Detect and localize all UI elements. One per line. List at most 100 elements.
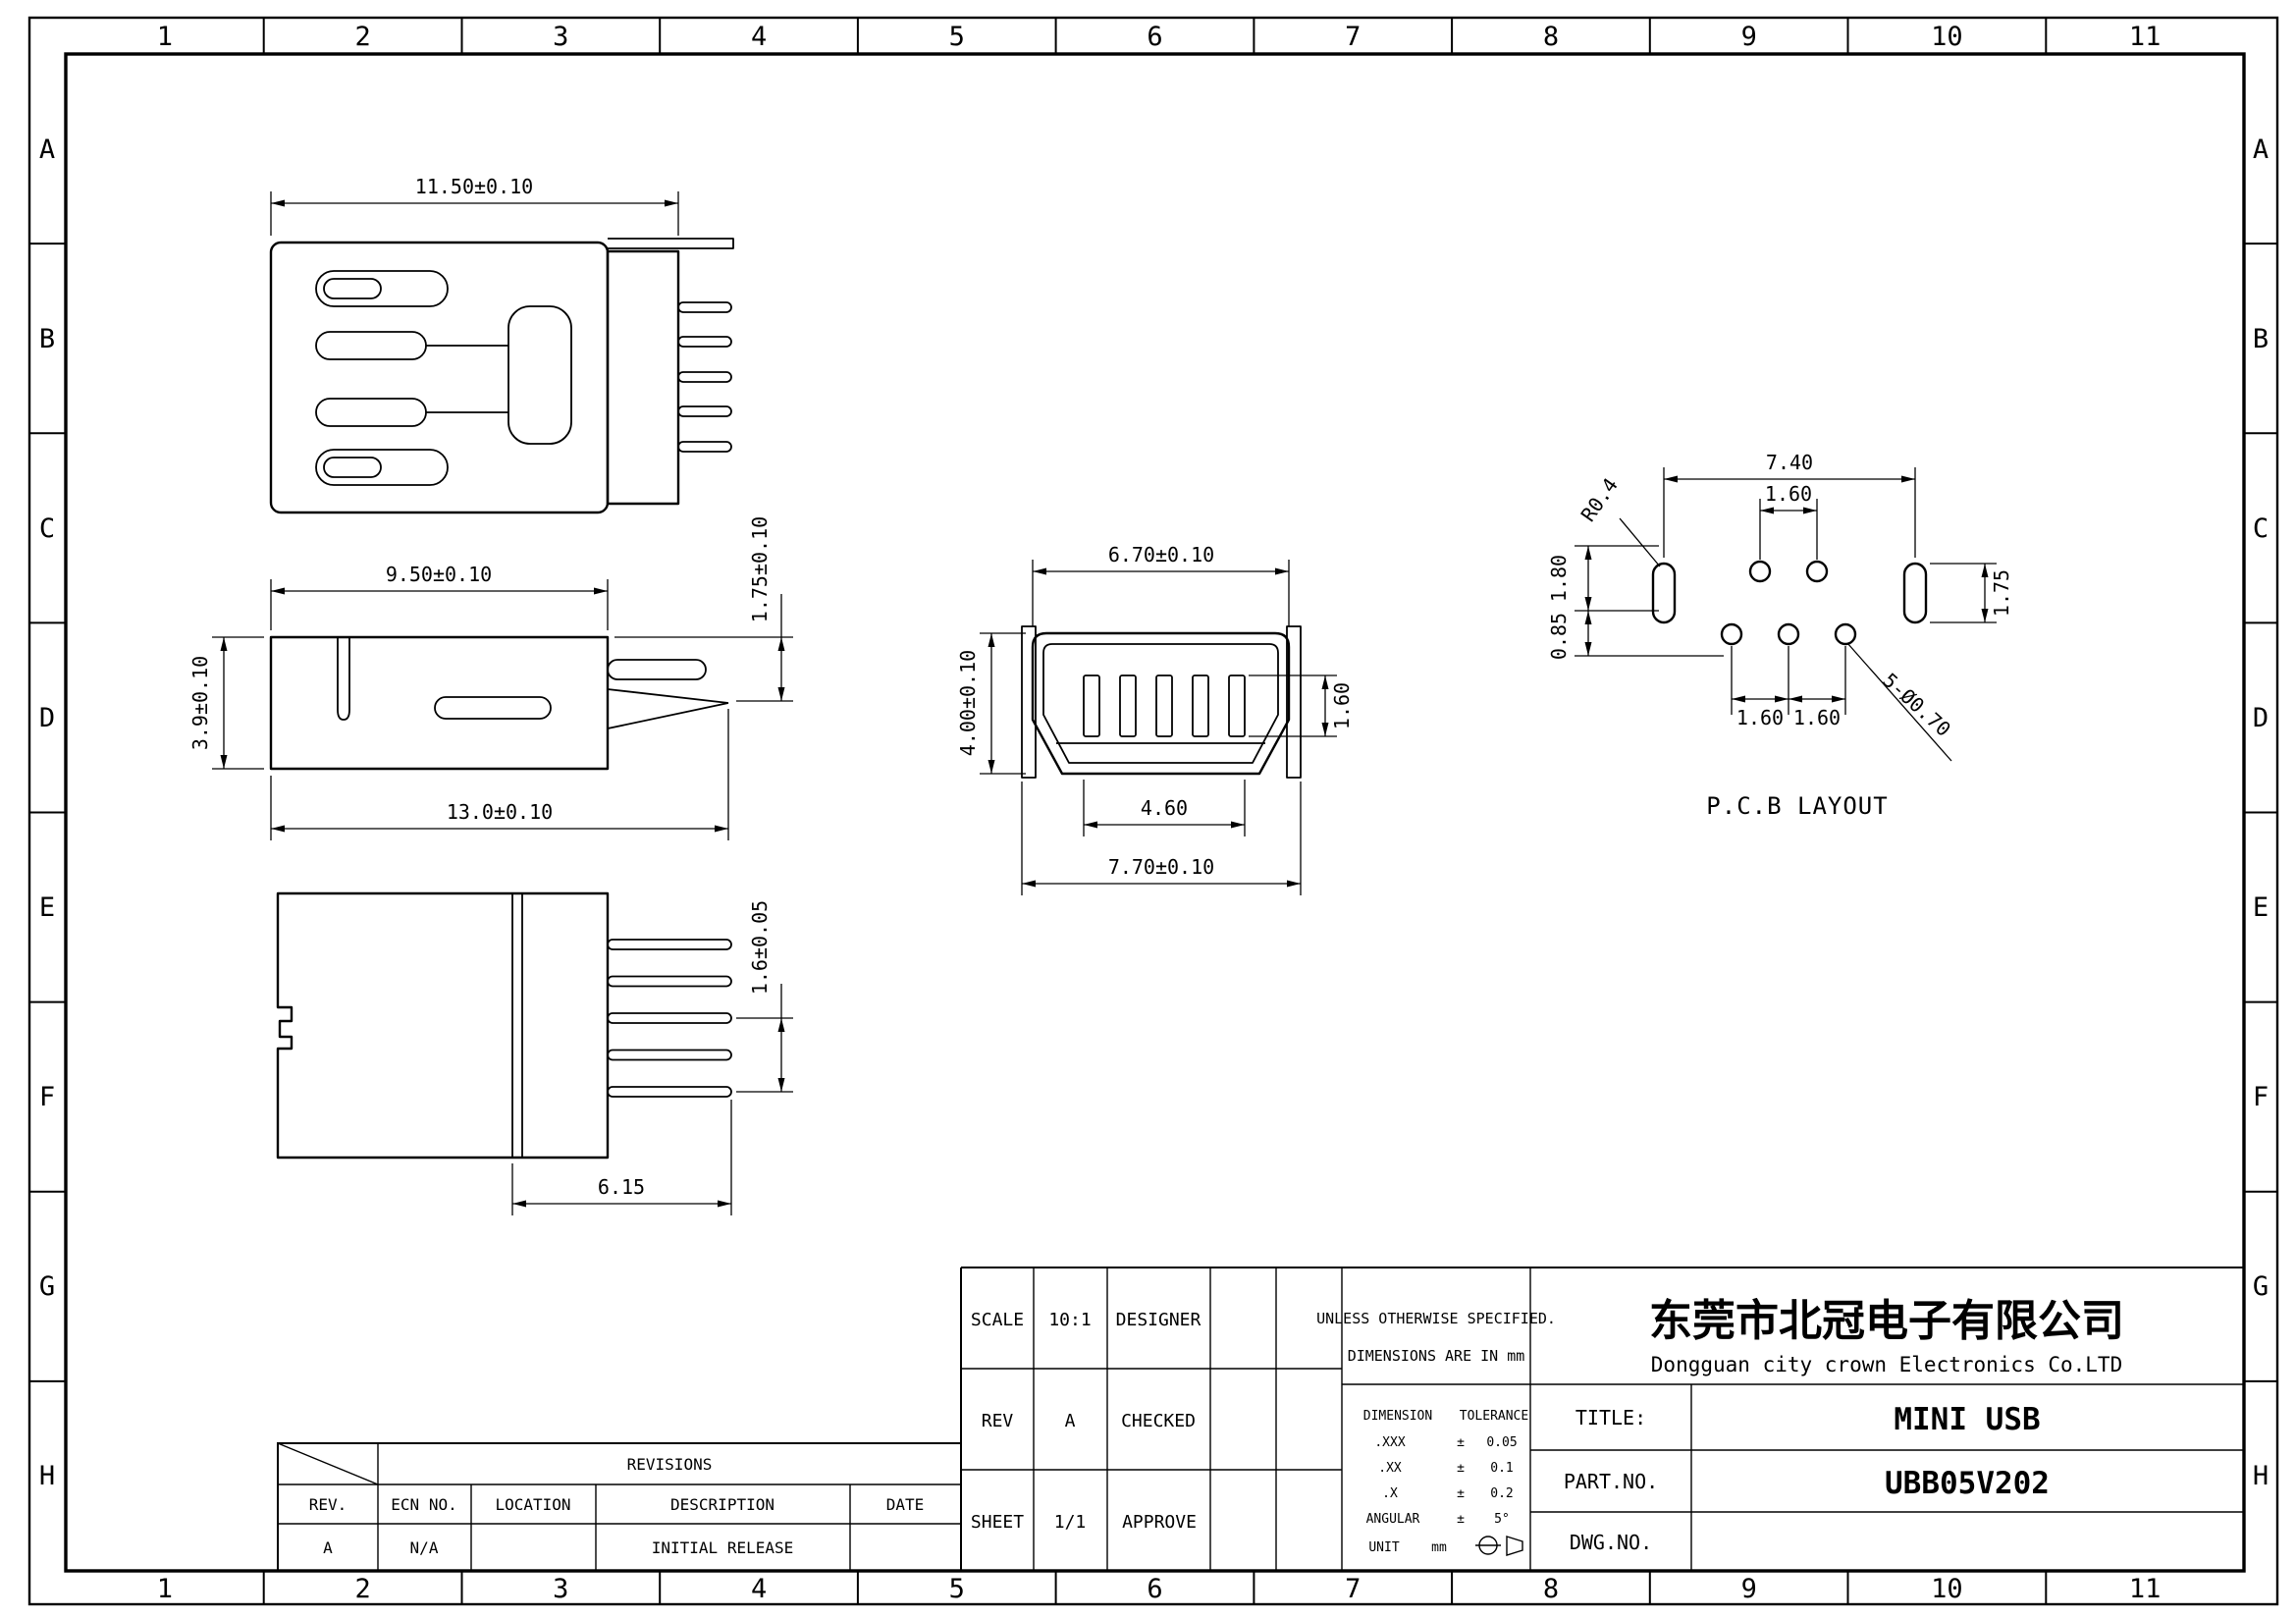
grid-col-label: 1 [157,1574,173,1604]
dim-bottom-view-pitch: 1.6±0.05 [748,900,772,995]
projection-symbol-icon [1475,1536,1523,1556]
grid-col-label: 1 [157,22,173,52]
grid-row-labels-left: A B C D E F G H [39,135,55,1491]
title-label: TITLE: [1575,1406,1646,1429]
grid-col-label: 7 [1345,1574,1361,1604]
grid-row-label: E [39,892,55,923]
dim-pcb-v-lower: 0.85 [1547,613,1571,660]
tol-dim: ANGULAR [1366,1512,1420,1527]
company-name-en: Dongguan city crown Electronics Co.LTD [1651,1353,2122,1376]
grid-row-label: G [39,1271,55,1302]
pcb-layout-label: P.C.B LAYOUT [1706,792,1888,820]
revisions-header: REVISIONS [627,1455,713,1474]
approve-label: APPROVE [1122,1512,1197,1533]
tol-value: 0.2 [1490,1486,1513,1501]
tol-value: 5° [1494,1512,1510,1527]
company-name-cn: 东莞市北冠电子有限公司 [1649,1296,2124,1346]
front-view: 6.70±0.10 4.00±0.10 1.60 4.60 7.70±0.10 [956,543,1354,895]
dim-front-view-height: 4.00±0.10 [956,650,980,756]
revisions-table: REVISIONS REV. ECN NO. LOCATION DESCRIPT… [277,1442,962,1572]
title-value: MINI USB [1894,1402,2040,1437]
grid-row-label: H [2253,1461,2269,1491]
tol-col-tolerance: TOLERANCE [1460,1409,1528,1424]
rev-label: REV [982,1411,1014,1431]
grid-col-label: 4 [751,1574,767,1604]
dim-side-view-pin: 1.75±0.10 [748,516,772,622]
scale-label: SCALE [971,1310,1024,1330]
dim-bottom-view-shell: 6.15 [598,1175,645,1199]
part-no-label: PART.NO. [1564,1470,1658,1493]
grid-row-label: C [2253,513,2269,544]
grid-col-label: 5 [949,22,965,52]
dim-pcb-span: 7.40 [1766,451,1813,474]
grid-col-label: 2 [354,1574,370,1604]
pcb-hole [1748,560,1772,583]
grid-row-label: B [39,324,55,354]
dim-side-view-width: 9.50±0.10 [386,563,492,586]
dwg-no-label: DWG.NO. [1570,1531,1652,1554]
drawing-frame: 1 2 3 4 5 6 7 8 9 10 11 1 2 3 4 5 6 7 8 … [27,16,2279,1606]
grid-col-label: 11 [2129,1574,2162,1604]
dim-side-view-overall: 13.0±0.10 [447,800,553,824]
sheet-value: 1/1 [1054,1512,1087,1533]
revisions-col-location: LOCATION [495,1495,570,1514]
grid-col-label: 8 [1543,22,1559,52]
top-view: 11.50±0.10 [269,175,734,514]
tol-value: 0.1 [1490,1461,1513,1476]
dim-pcb-pitch-b2: 1.60 [1793,706,1841,729]
pcb-hole [1777,622,1800,646]
grid-col-label: 7 [1345,22,1361,52]
grid-col-label: 11 [2129,22,2162,52]
revision-row: A N/A INITIAL RELEASE [323,1538,793,1557]
dim-front-view-width: 6.70±0.10 [1108,543,1214,566]
tol-value: 0.05 [1486,1435,1517,1450]
tol-sign: ± [1457,1512,1465,1527]
grid-row-label: E [2253,892,2269,923]
dim-pcb-pitch-top: 1.60 [1765,482,1812,506]
dim-pcb-holes-note: 5-Ø0.70 [1878,669,1955,741]
grid-col-label: 6 [1147,22,1162,52]
grid-col-label: 9 [1741,22,1757,52]
spec-note-line2: DIMENSIONS ARE IN mm [1348,1347,1525,1365]
grid-col-label: 4 [751,22,767,52]
grid-row-label: B [2253,324,2269,354]
grid-col-label: 9 [1741,1574,1757,1604]
revisions-col-ecn: ECN NO. [391,1495,456,1514]
tol-dim: UNIT [1368,1540,1399,1555]
designer-label: DESIGNER [1116,1310,1201,1330]
grid-column-labels-bottom: 1 2 3 4 5 6 7 8 9 10 11 [157,1574,2162,1604]
grid-col-label: 3 [553,1574,568,1604]
revisions-col-rev: REV. [309,1495,347,1514]
grid-row-labels-right: A B C D E F G H [2253,135,2269,1491]
tol-col-dimension: DIMENSION [1363,1409,1432,1424]
side-view: 9.50±0.10 1.75±0.10 3.9±0.10 13.0±0.10 [188,516,793,840]
diagonal-line [277,1442,379,1485]
grid-row-label: F [39,1082,55,1112]
dim-front-view-inner: 4.60 [1141,796,1188,820]
grid-row-label: A [39,135,55,165]
dim-front-view-overall: 7.70±0.10 [1108,855,1214,879]
grid-row-label: G [2253,1271,2269,1302]
grid-col-label: 5 [949,1574,965,1604]
sheet-label: SHEET [971,1512,1024,1533]
grid-col-label: 3 [553,22,568,52]
grid-row-label: A [2253,135,2269,165]
frame-ticks [29,18,2277,1604]
dim-pcb-radius: R0.4 [1576,473,1623,525]
grid-row-label: C [39,513,55,544]
revision-ecn: N/A [410,1538,439,1557]
tol-dim: .X [1382,1486,1398,1501]
rev-value: A [1065,1411,1076,1431]
revision-rev: A [323,1538,333,1557]
grid-row-label: H [39,1461,55,1491]
dim-side-view-height: 3.9±0.10 [188,656,212,750]
bottom-view: 1.6±0.05 6.15 [276,891,793,1215]
tol-sign: ± [1457,1461,1465,1476]
grid-col-label: 10 [1931,1574,1963,1604]
tol-dim: .XX [1378,1461,1402,1476]
tol-sign: ± [1457,1486,1465,1501]
tol-sign: ± [1457,1435,1465,1450]
revisions-col-date: DATE [886,1495,925,1514]
dim-top-view-width: 11.50±0.10 [415,175,533,198]
